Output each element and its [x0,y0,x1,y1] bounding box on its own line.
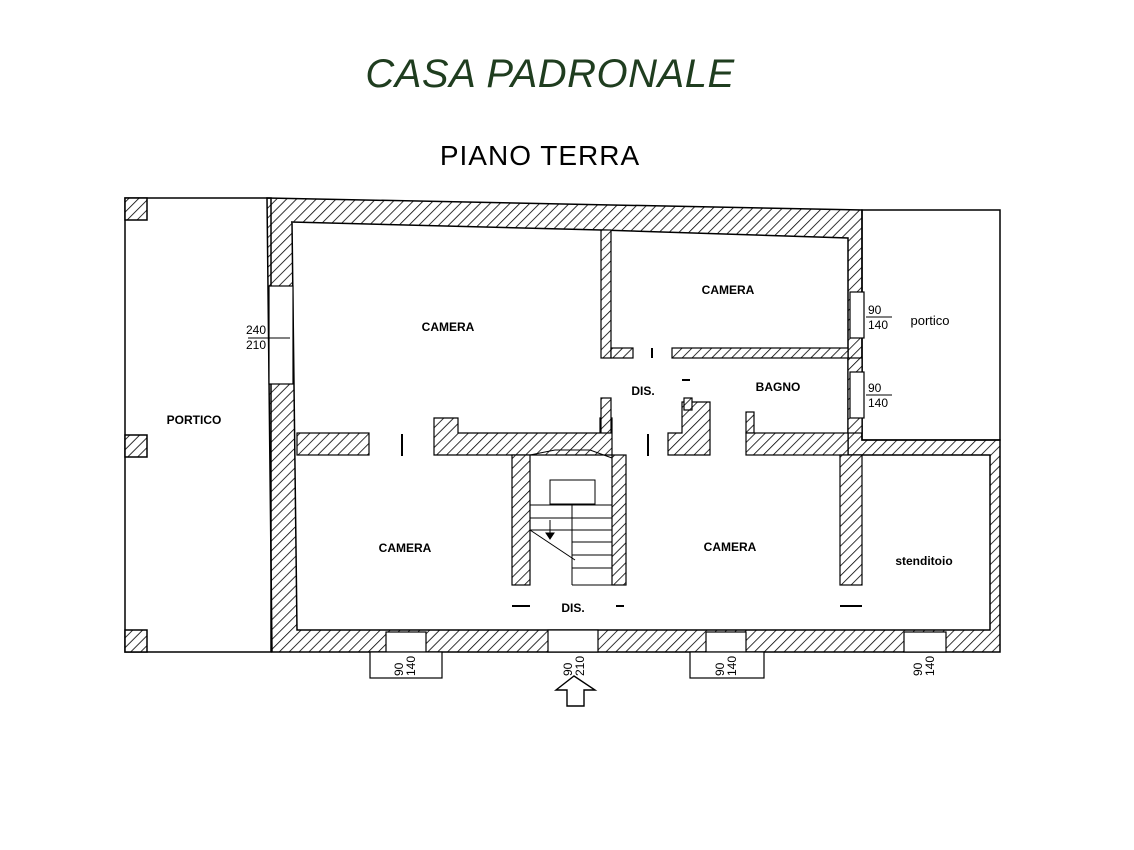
pillar [124,629,148,653]
plan-subtitle: PIANO TERRA [439,140,641,171]
door-marks [401,348,862,607]
room-label-camera-bottom-left: CAMERA [379,541,432,555]
portico-left [124,197,272,653]
dim-entrance-door-height: 210 [573,656,587,676]
pillar [124,434,148,458]
plan-title: CASA PADRONALE [365,52,735,96]
stair-icon [529,449,613,586]
outer-wall [266,197,1001,653]
dim-left-window-height: 210 [246,338,266,352]
room-label-dis-upper: DIS. [631,384,654,398]
room-label-camera-bottom-right: CAMERA [704,540,757,554]
bottom-openings [369,291,947,679]
dim-right-window-top-height: 140 [868,318,888,332]
dim-bottom-window-3-width: 90 [713,662,727,676]
left-window [248,285,294,385]
dim-left-window-width: 240 [246,323,266,337]
dim-bottom-window-1-height: 140 [404,656,418,676]
room-label-camera-top-left: CAMERA [422,320,475,334]
dim-right-window-top-width: 90 [868,303,882,317]
room-label-dis-lower: DIS. [561,601,584,615]
dim-entrance-door-width: 90 [561,662,575,676]
up-arrow-icon [553,675,598,707]
dim-right-window-mid-height: 140 [868,396,888,410]
dim-bottom-window-4-height: 140 [923,656,937,676]
pillar [124,197,148,221]
room-label-stenditoio: stenditoio [895,554,952,568]
dim-bottom-window-1-width: 90 [392,662,406,676]
dim-bottom-window-3-height: 140 [725,656,739,676]
room-label-bagno: BAGNO [756,380,801,394]
dim-right-window-mid-width: 90 [868,381,882,395]
internal-walls [296,229,863,586]
room-label-camera-top-right: CAMERA [702,283,755,297]
room-label-portico-right: portico [910,313,949,328]
dim-bottom-window-4-width: 90 [911,662,925,676]
room-label-portico-left: PORTICO [167,413,222,427]
